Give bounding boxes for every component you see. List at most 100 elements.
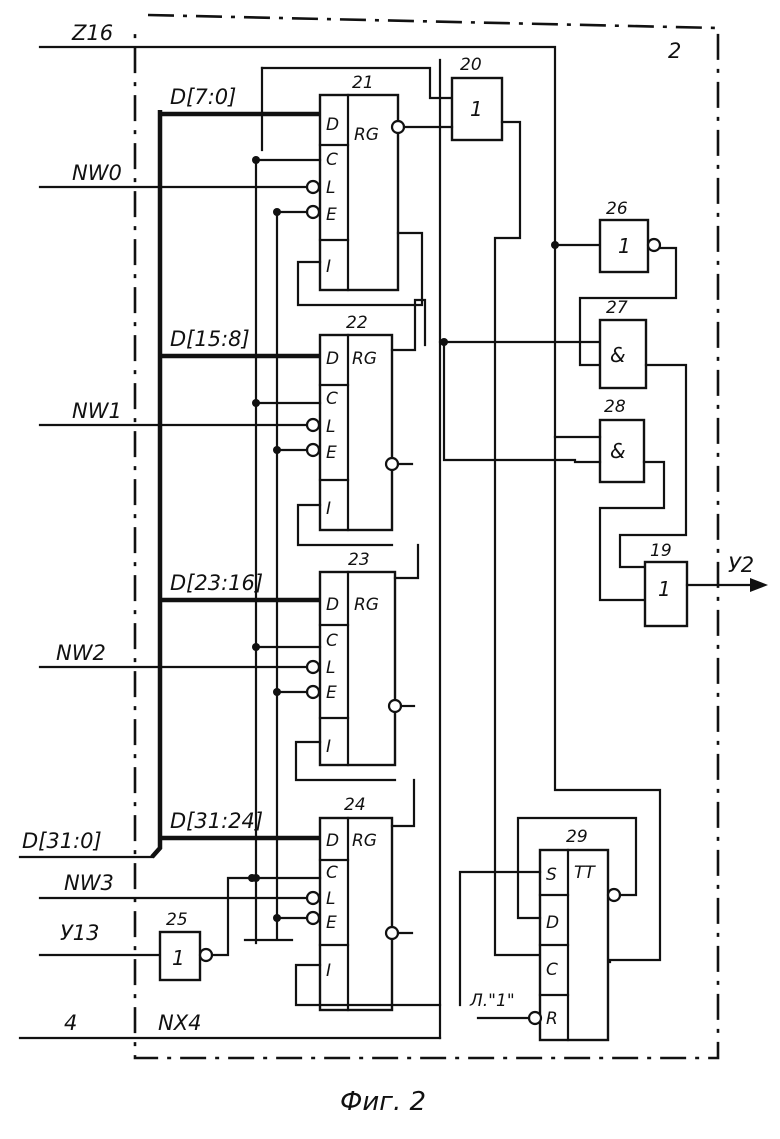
svg-text:I: I xyxy=(326,961,331,981)
bus-label-24: D[31:24] xyxy=(170,809,263,833)
svg-text:RG: RG xyxy=(354,125,379,145)
svg-text:E: E xyxy=(326,683,337,703)
bus-label-23: D[23:16] xyxy=(170,571,263,595)
label-nw0: NW0 xyxy=(72,161,122,185)
svg-text:RG: RG xyxy=(352,831,377,851)
label-nw2: NW2 xyxy=(56,641,106,665)
wire-26-27 xyxy=(578,246,678,367)
bus-label-22: D[15:8] xyxy=(170,327,250,351)
svg-text:E: E xyxy=(326,205,337,225)
svg-text:L: L xyxy=(326,178,335,198)
svg-text:D: D xyxy=(326,349,339,369)
gate-26: 26 1 xyxy=(598,199,662,274)
wire-20-out xyxy=(493,120,547,957)
svg-text:&: & xyxy=(610,343,626,367)
svg-text:C: C xyxy=(326,631,338,651)
register-22: 22 RG D C L E I xyxy=(305,313,400,532)
bus-label-21: D[7:0] xyxy=(170,85,236,109)
svg-text:E: E xyxy=(326,443,337,463)
wire-chain-21-22 xyxy=(296,231,424,307)
svg-text:19: 19 xyxy=(650,541,672,561)
svg-text:20: 20 xyxy=(460,55,482,75)
gate-19: 19 1 xyxy=(643,541,689,628)
register-21: 21 RG D C L E I xyxy=(305,73,406,292)
svg-text:L: L xyxy=(326,889,335,909)
junction xyxy=(252,643,260,651)
svg-text:I: I xyxy=(326,499,331,519)
label-nw3: NW3 xyxy=(64,871,114,895)
svg-text:RG: RG xyxy=(354,595,379,615)
wire-chain-23-24 xyxy=(393,543,420,580)
wire-29-feedback xyxy=(516,816,638,920)
module-number: 2 xyxy=(668,39,681,63)
register-24: 24 RG D C L E I xyxy=(305,795,400,1012)
register-23: 23 RG D C L E I xyxy=(305,550,403,767)
svg-text:1: 1 xyxy=(658,577,671,601)
svg-text:1: 1 xyxy=(172,946,185,970)
junction xyxy=(273,688,281,696)
gate-20: 20 1 xyxy=(450,55,504,142)
svg-text:28: 28 xyxy=(604,397,626,417)
gate-28: 28 & xyxy=(598,397,646,484)
svg-text:L: L xyxy=(326,417,335,437)
svg-text:1: 1 xyxy=(618,234,631,258)
label-nw1: NW1 xyxy=(72,399,122,423)
svg-text:TT: TT xyxy=(574,863,596,883)
svg-text:D: D xyxy=(326,595,339,615)
svg-text:C: C xyxy=(326,150,338,170)
svg-text:29: 29 xyxy=(566,827,588,847)
junction xyxy=(252,156,260,164)
wire-chain-22-i xyxy=(296,503,394,547)
svg-text:S: S xyxy=(546,865,557,885)
wire-28-19 xyxy=(598,460,666,602)
svg-text:D: D xyxy=(326,115,339,135)
junction xyxy=(252,399,260,407)
svg-text:C: C xyxy=(546,960,558,980)
label-nx4: NX4 xyxy=(158,1011,201,1035)
wire-bottom-loop xyxy=(390,58,442,1007)
wire-chain-22-23 xyxy=(390,298,427,352)
wire-27-19 xyxy=(618,363,688,569)
junction xyxy=(273,914,281,922)
label-d-bus: D[31:0] xyxy=(22,829,102,853)
wire-to-28b xyxy=(442,340,602,464)
svg-text:E: E xyxy=(326,913,337,933)
svg-text:I: I xyxy=(326,737,331,757)
svg-text:&: & xyxy=(610,439,626,463)
wire-chain-23-i xyxy=(294,740,397,782)
junction xyxy=(273,208,281,216)
wire-chain-24 xyxy=(390,778,416,828)
label-y2: У2 xyxy=(728,553,754,577)
svg-text:L: L xyxy=(326,658,335,678)
data-bus-trunk xyxy=(150,110,163,859)
output-arrow xyxy=(750,578,768,592)
svg-text:25: 25 xyxy=(166,910,188,930)
junction xyxy=(551,241,559,249)
gate-27: 27 & xyxy=(598,298,648,390)
svg-text:RG: RG xyxy=(352,349,377,369)
svg-text:21: 21 xyxy=(352,73,374,93)
label-l1: Л."1" xyxy=(469,991,515,1011)
svg-text:27: 27 xyxy=(606,298,628,318)
label-in4: 4 xyxy=(64,1011,77,1035)
wire-25-out xyxy=(210,876,322,957)
svg-text:R: R xyxy=(546,1009,558,1029)
svg-text:1: 1 xyxy=(470,97,483,121)
trigger-29: 29 TT S D C R xyxy=(527,827,622,1042)
svg-text:24: 24 xyxy=(344,795,366,815)
svg-text:D: D xyxy=(546,913,559,933)
svg-text:22: 22 xyxy=(346,313,368,333)
svg-text:I: I xyxy=(326,257,331,277)
figure-caption: Фиг. 2 xyxy=(340,1087,426,1117)
gate-25: 25 1 xyxy=(158,910,214,982)
junction xyxy=(248,874,256,882)
module-boundary xyxy=(133,13,720,1060)
svg-text:D: D xyxy=(326,831,339,851)
wire-chain-24-i xyxy=(294,963,394,1007)
label-y13: У13 xyxy=(60,921,100,945)
junction xyxy=(273,446,281,454)
label-z16: Z16 xyxy=(71,21,113,45)
svg-text:23: 23 xyxy=(348,550,370,570)
